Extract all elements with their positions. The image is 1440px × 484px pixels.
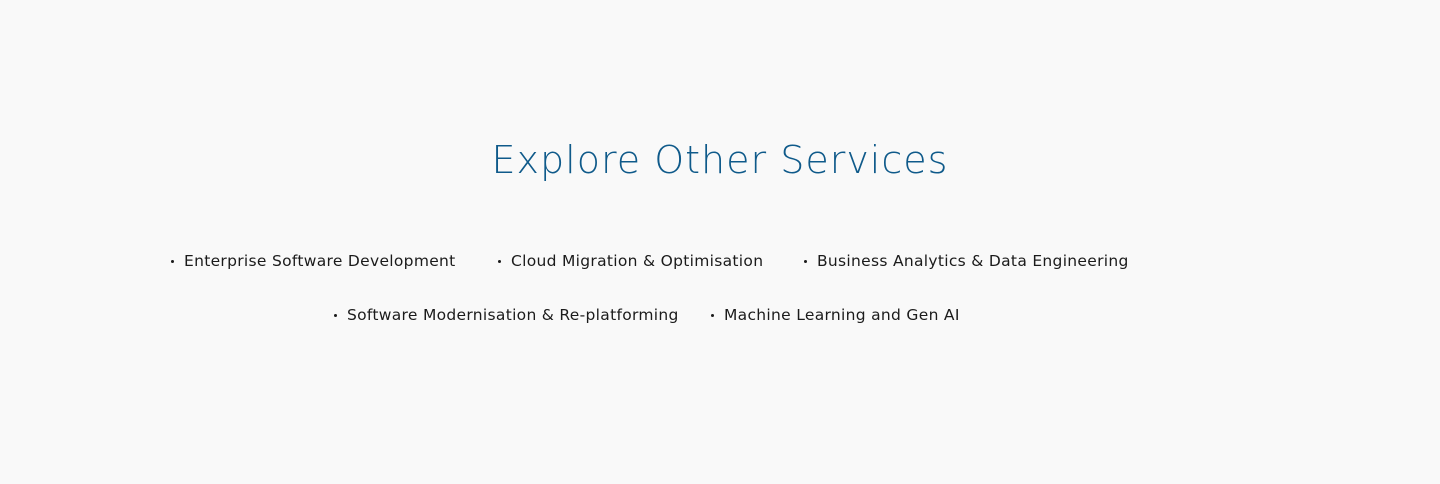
service-label: Enterprise Software Development [184, 252, 456, 270]
service-link-enterprise-software-development[interactable]: Enterprise Software Development [170, 249, 456, 273]
bullet-icon [804, 259, 807, 263]
service-link-software-modernisation[interactable]: Software Modernisation & Re-platforming [333, 303, 679, 327]
service-link-machine-learning[interactable]: Machine Learning and Gen AI [710, 303, 960, 327]
service-label: Cloud Migration & Optimisation [511, 252, 764, 270]
service-label: Machine Learning and Gen AI [724, 306, 960, 324]
section-heading: Explore Other Services [491, 138, 949, 182]
service-label: Software Modernisation & Re-platforming [347, 306, 679, 324]
service-label: Business Analytics & Data Engineering [817, 252, 1129, 270]
bullet-icon [498, 259, 501, 263]
bullet-icon [171, 259, 174, 263]
service-link-cloud-migration[interactable]: Cloud Migration & Optimisation [497, 249, 763, 273]
bullet-icon [334, 313, 337, 317]
bullet-icon [711, 313, 714, 317]
service-link-business-analytics[interactable]: Business Analytics & Data Engineering [803, 249, 1129, 273]
